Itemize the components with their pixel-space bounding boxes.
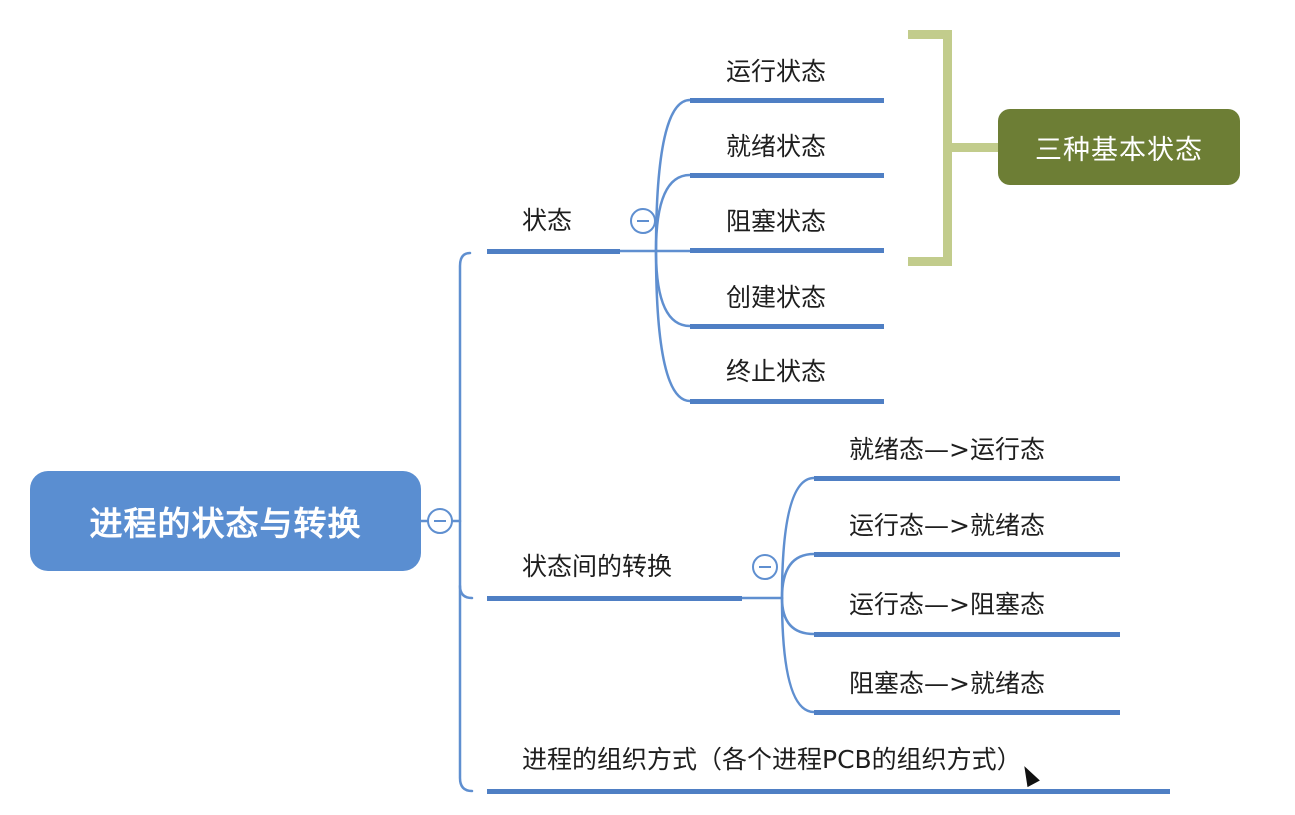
state-label: 创建状态	[726, 283, 827, 312]
root-collapse-icon[interactable]	[427, 508, 453, 534]
root-node[interactable]: 进程的状态与转换	[30, 471, 421, 571]
transition-underline	[814, 710, 1120, 715]
state-underline	[690, 98, 884, 103]
state-underline	[690, 399, 884, 404]
transition-label: 运行态—>就绪态	[849, 511, 1045, 540]
transitions-collapse-icon[interactable]	[752, 554, 778, 580]
branch-states-label: 状态	[522, 206, 573, 235]
transition-label: 阻塞态—>就绪态	[849, 669, 1045, 698]
transition-label: 运行态—>阻塞态	[849, 590, 1045, 619]
state-underline	[690, 324, 884, 329]
branch-transitions-underline	[487, 596, 742, 601]
transition-underline	[814, 552, 1120, 557]
branch-transitions-label: 状态间的转换	[522, 552, 673, 581]
state-label: 就绪状态	[726, 132, 827, 161]
state-underline	[690, 173, 884, 178]
branch-organization-underline	[487, 789, 1170, 794]
branch-organization-label: 进程的组织方式（各个进程PCB的组织方式）	[522, 745, 1022, 774]
root-label: 进程的状态与转换	[89, 504, 362, 543]
summary-node[interactable]: 三种基本状态	[998, 109, 1240, 185]
state-label: 终止状态	[726, 357, 827, 386]
branch-states-underline	[487, 249, 620, 254]
states-collapse-icon[interactable]	[630, 208, 656, 234]
summary-label: 三种基本状态	[1035, 134, 1203, 166]
state-underline	[690, 248, 884, 253]
transition-label: 就绪态—>运行态	[849, 435, 1045, 464]
transition-underline	[814, 632, 1120, 637]
transition-underline	[814, 476, 1120, 481]
state-label: 阻塞状态	[726, 207, 827, 236]
state-label: 运行状态	[726, 57, 827, 86]
